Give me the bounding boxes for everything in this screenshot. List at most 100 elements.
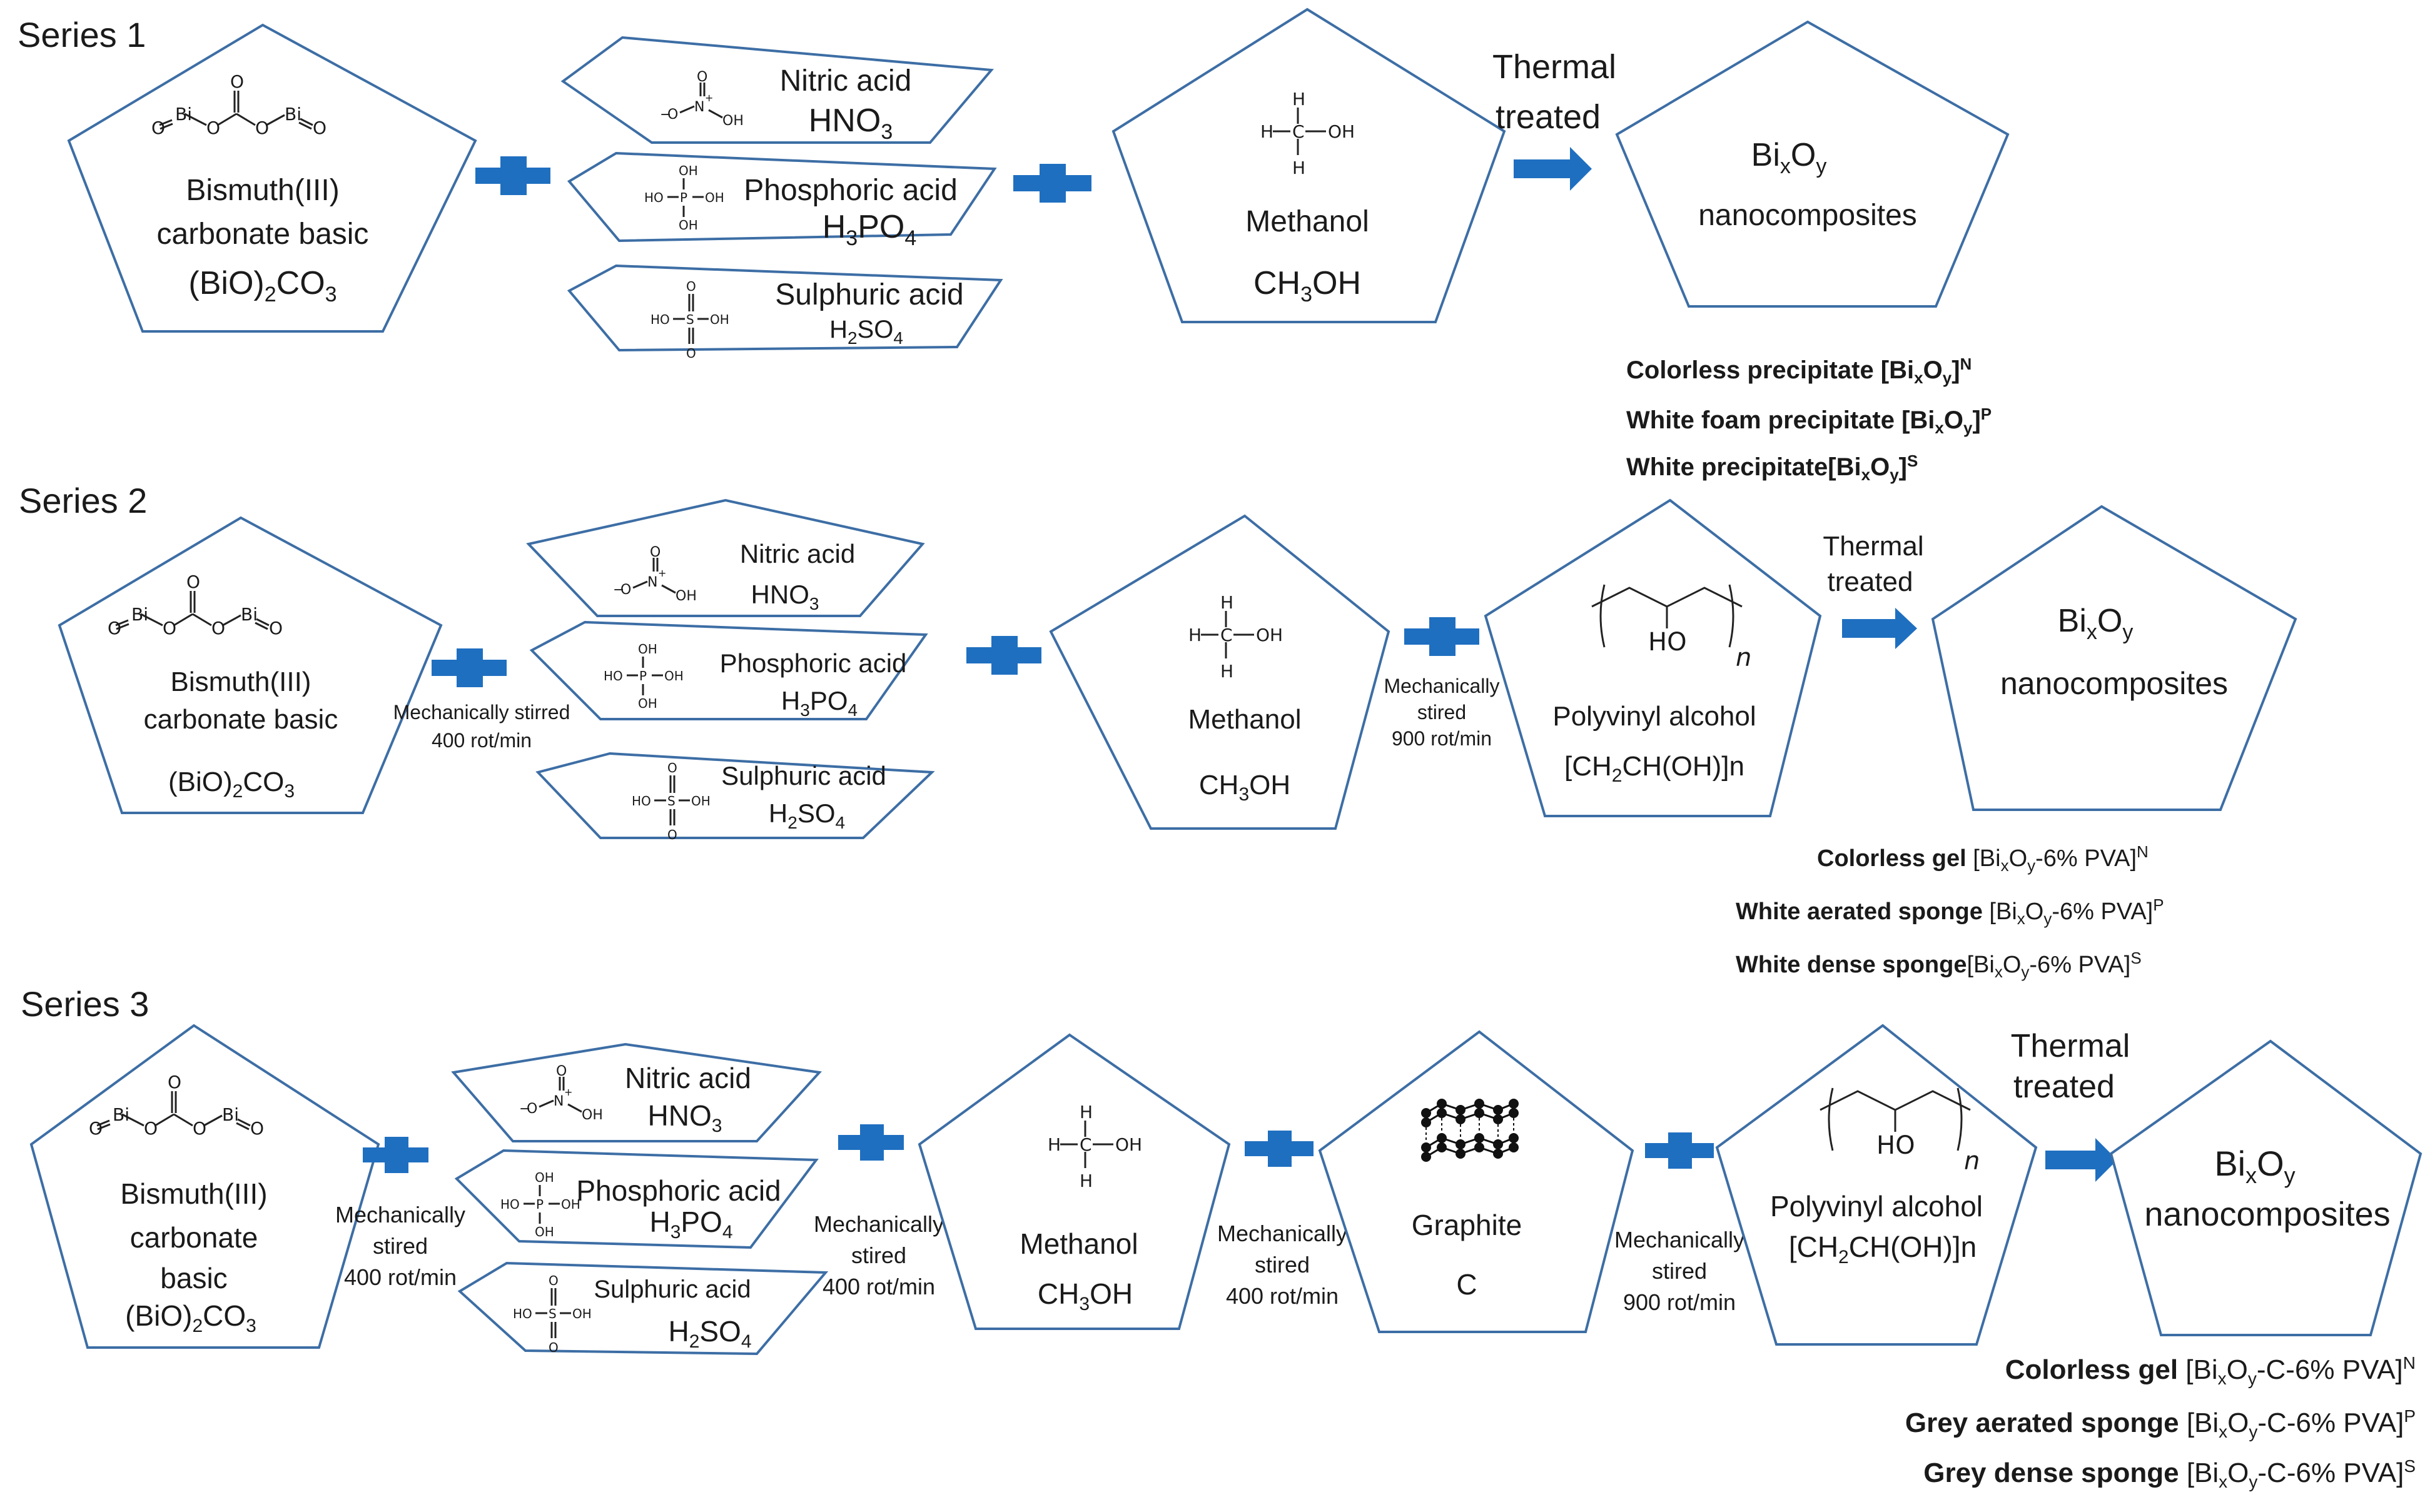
series2-results: Colorless gel [BixOy-6% PVA]N White aera… — [1736, 842, 2164, 981]
nitric-acid-structure-icon: − O N + O OH — [660, 69, 744, 129]
svg-text:O: O — [686, 279, 696, 294]
phosphoric-acid-structure-icon: HO P OH OH OH — [644, 163, 724, 233]
svg-text:−: − — [660, 107, 671, 123]
svg-text:H: H — [1080, 1102, 1093, 1122]
series2-bismuth-node: O Bi O O O Bi O Bismuth(III) carbonate b… — [58, 516, 443, 814]
svg-text:Bi: Bi — [175, 104, 192, 124]
svg-text:−: − — [613, 582, 624, 598]
svg-text:H2SO4: H2SO4 — [829, 316, 903, 348]
svg-text:H: H — [1080, 1171, 1093, 1191]
svg-text:HO: HO — [644, 190, 664, 205]
svg-text:O: O — [549, 1273, 559, 1288]
svg-text:Methanol: Methanol — [1245, 205, 1369, 238]
svg-text:HO: HO — [604, 668, 623, 683]
svg-text:treated: treated — [1828, 567, 1913, 597]
svg-text:HNO3: HNO3 — [809, 103, 893, 144]
svg-text:C: C — [1080, 1134, 1092, 1155]
series3: Series 3 O Bi O O O Bi O Bismuth(III) ca… — [21, 984, 2422, 1491]
svg-text:Thermal: Thermal — [2011, 1028, 2130, 1064]
svg-text:HNO3: HNO3 — [648, 1099, 722, 1136]
svg-text:OH: OH — [535, 1170, 554, 1185]
svg-text:Methanol: Methanol — [1188, 704, 1301, 735]
plus-icon-body — [860, 1124, 884, 1161]
svg-text:HO: HO — [632, 794, 651, 809]
svg-text:OH: OH — [676, 588, 697, 604]
phosphoric-acid-structure-icon: HO P OH OH OH — [500, 1170, 580, 1239]
svg-text:OH: OH — [582, 1107, 603, 1123]
bismuth-carbonate-structure-icon: O Bi O O O Bi O — [108, 572, 283, 638]
series2-sulphuric-node: HO S OH O O Sulphuric acid H2SO4 — [535, 752, 935, 842]
plus-icon-body — [991, 636, 1018, 675]
svg-text:H3PO4: H3PO4 — [649, 1206, 732, 1242]
svg-text:nanocomposites: nanocomposites — [2144, 1196, 2390, 1233]
series3-graphite-node: Graphite C — [1318, 1030, 1634, 1333]
svg-text:Bi: Bi — [222, 1104, 239, 1125]
svg-text:CH3OH: CH3OH — [1038, 1278, 1133, 1314]
svg-text:OH: OH — [679, 218, 698, 233]
sulphuric-acid-structure-icon: HO S OH O O — [513, 1273, 592, 1355]
series1-sulphuric-node: HO S OH O O Sulphuric acid H2SO4 — [567, 264, 1003, 361]
svg-text:O: O — [527, 1101, 537, 1117]
series2-pva-node: HO n Polyvinyl alcohol [CH2CH(OH)]n — [1484, 498, 1822, 817]
svg-text:O: O — [697, 69, 707, 85]
svg-text:basic: basic — [160, 1262, 227, 1294]
svg-text:Grey aerated sponge [BixOy-C-6: Grey aerated sponge [BixOy-C-6% PVA]P — [1905, 1406, 2416, 1441]
svg-text:[CH2CH(OH)]n: [CH2CH(OH)]n — [1789, 1231, 1977, 1268]
svg-text:O: O — [186, 572, 200, 592]
svg-text:O: O — [89, 1118, 103, 1139]
svg-text:carbonate basic: carbonate basic — [144, 704, 338, 735]
svg-text:S: S — [686, 312, 694, 327]
svg-text:H3PO4: H3PO4 — [781, 686, 858, 720]
svg-text:White aerated sponge [BixOy-6%: White aerated sponge [BixOy-6% PVA]P — [1736, 895, 2164, 928]
series1-title: Series 1 — [18, 15, 146, 54]
bismuth-carbonate-structure-icon: O Bi O O O Bi O — [89, 1072, 264, 1139]
svg-text:400 rot/min: 400 rot/min — [823, 1274, 935, 1299]
svg-text:O: O — [667, 107, 678, 123]
svg-text:Mechanically: Mechanically — [1384, 675, 1500, 697]
svg-text:HO: HO — [1876, 1131, 1915, 1160]
series3-nitric-node: − O N + O OH Nitric acid HNO3 — [451, 1042, 823, 1142]
svg-text:OH: OH — [705, 190, 724, 205]
svg-text:O: O — [620, 582, 631, 598]
series3-methanol-node: H C OH H H Methanol CH3OH — [918, 1033, 1231, 1330]
series2-phosphoric-node: HO P OH OH OH Phosphoric acid H3PO4 — [529, 620, 928, 720]
svg-text:OH: OH — [638, 696, 657, 711]
svg-text:C: C — [1456, 1268, 1477, 1301]
series3-sulphuric-node: HO S OH O O Sulphuric acid H2SO4 — [457, 1261, 829, 1356]
svg-text:+: + — [658, 567, 666, 579]
svg-text:Phosphoric acid: Phosphoric acid — [720, 648, 907, 678]
svg-text:O: O — [151, 118, 165, 138]
svg-text:nanocomposites: nanocomposites — [2000, 666, 2228, 701]
svg-text:O: O — [163, 618, 176, 638]
series2-methanol-node: H C OH H H Methanol CH3OH — [1049, 514, 1390, 830]
svg-text:OH: OH — [1328, 121, 1355, 142]
right-arrow-icon — [1514, 147, 1592, 191]
bismuth-formula: (BiO)2CO3 — [188, 265, 337, 306]
sulphuric-acid-structure-icon: HO S OH O O — [632, 760, 711, 842]
svg-text:N: N — [554, 1094, 564, 1109]
svg-text:CH3OH: CH3OH — [1253, 265, 1361, 306]
pva-structure-icon: HO n — [1819, 1087, 1980, 1176]
bismuth-carbonate-structure-icon: O Bi O O O Bi O — [151, 71, 327, 138]
svg-text:White precipitate[BixOy]S: White precipitate[BixOy]S — [1626, 451, 1918, 484]
svg-text:H: H — [1292, 89, 1305, 109]
svg-text:stired: stired — [1417, 701, 1466, 723]
nitric-acid-structure-icon: − O N + O OH — [519, 1064, 603, 1123]
svg-text:H2SO4: H2SO4 — [769, 799, 845, 832]
plus-icon-body — [500, 156, 527, 195]
svg-text:Mechanically: Mechanically — [814, 1211, 944, 1237]
svg-text:OH: OH — [722, 113, 744, 129]
svg-text:Bi: Bi — [285, 104, 301, 124]
svg-text:H: H — [1048, 1134, 1061, 1155]
svg-text:S: S — [549, 1306, 557, 1321]
svg-text:Phosphoric acid: Phosphoric acid — [744, 174, 958, 207]
svg-text:n: n — [1964, 1147, 1980, 1176]
svg-text:O: O — [168, 1072, 181, 1092]
svg-text:O: O — [206, 118, 220, 138]
plus-icon-body — [1668, 1132, 1692, 1169]
svg-text:BixOy: BixOy — [2058, 603, 2134, 644]
svg-text:stired: stired — [851, 1242, 906, 1268]
svg-text:P: P — [680, 190, 687, 205]
sulphuric-acid-structure-icon: HO S OH O O — [651, 279, 729, 361]
